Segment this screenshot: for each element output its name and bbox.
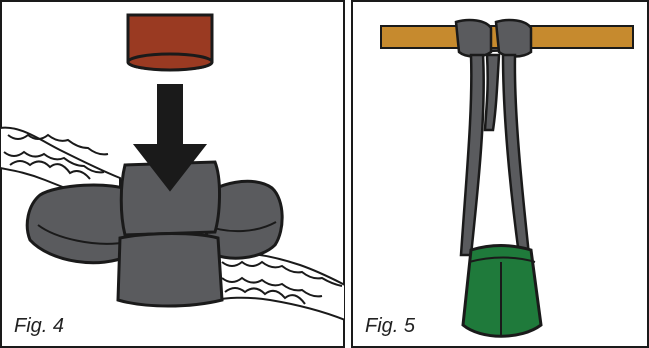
figure-5-illustration: [351, 0, 649, 348]
strap-wrap-front: [116, 232, 224, 308]
red-block: [126, 13, 214, 72]
figure-5-panel: Fig. 5: [351, 0, 649, 348]
strap-rod-loops: [454, 18, 533, 58]
figure-4-caption: Fig. 4: [14, 315, 65, 337]
figure-5-caption: Fig. 5: [365, 315, 416, 337]
down-arrow-icon: [132, 84, 208, 192]
figure-4-panel: Fig. 4: [0, 0, 345, 348]
strap-loop-left: [25, 183, 137, 265]
green-bag: [461, 244, 543, 338]
rope-right: [214, 252, 345, 322]
figure-4-illustration: [0, 0, 345, 348]
strap-center: [119, 160, 222, 237]
